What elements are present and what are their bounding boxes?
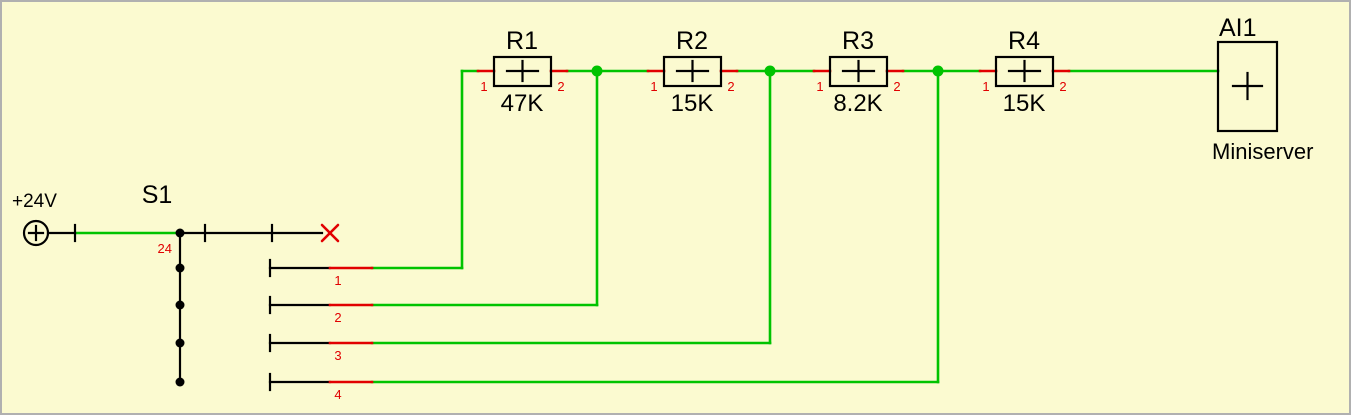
- resistor-ref-label: R1: [506, 27, 538, 55]
- resistor-pin2-number: 2: [1059, 79, 1066, 94]
- bus-node-dot: [175, 338, 185, 348]
- open-contact-x-icon: [320, 223, 340, 243]
- resistor-R3[interactable]: R3 1 2 8.2K: [812, 27, 905, 117]
- resistor-pin1-number: 1: [816, 79, 823, 94]
- bus-node-dot: [175, 228, 185, 238]
- resistor-R1[interactable]: R1 1 2 47K: [476, 27, 569, 117]
- resistor-value: 15K: [1003, 90, 1046, 117]
- switch-common-pin-number: 24: [158, 241, 172, 256]
- switch-S1[interactable]: S1 24 1 2 3 4: [142, 181, 374, 402]
- switch-pos1-pin-number: 1: [334, 273, 341, 288]
- power-source-label: +24V: [12, 191, 57, 212]
- resistor-pin1-number: 1: [480, 79, 487, 94]
- analog-input-ref-label: AI1: [1219, 14, 1257, 42]
- analog-input-AI1[interactable]: AI1 Miniserver: [1212, 14, 1313, 164]
- switch-pos3-pin-number: 3: [334, 348, 341, 363]
- resistor-pin1-number: 1: [982, 79, 989, 94]
- switch-pos2-pin-number: 2: [334, 310, 341, 325]
- resistor-pin2-number: 2: [557, 79, 564, 94]
- resistor-value: 8.2K: [833, 90, 882, 117]
- resistor-pin2-number: 2: [893, 79, 900, 94]
- junction-dot-1: [591, 65, 603, 77]
- resistor-ref-label: R2: [676, 27, 708, 55]
- resistor-R2[interactable]: R2 1 2 15K: [646, 27, 739, 117]
- resistor-pin2-number: 2: [727, 79, 734, 94]
- bus-node-dot: [175, 377, 185, 387]
- resistor-ref-label: R3: [842, 27, 874, 55]
- power-source-24v[interactable]: +24V: [12, 191, 77, 247]
- bus-node-dot: [175, 300, 185, 310]
- resistor-pin1-number: 1: [650, 79, 657, 94]
- resistor-value: 47K: [501, 90, 544, 117]
- resistor-body: [662, 55, 723, 88]
- resistor-value: 15K: [671, 90, 714, 117]
- analog-input-body: [1216, 40, 1279, 133]
- switch-ref-label: S1: [142, 181, 173, 209]
- wire-net: [75, 65, 1220, 384]
- switch-pos4-pin-number: 4: [334, 387, 341, 402]
- bus-node-dot: [175, 263, 185, 273]
- resistor-R4[interactable]: R4 1 2 15K: [978, 27, 1071, 117]
- resistor-ref-label: R4: [1008, 27, 1040, 55]
- resistor-body: [994, 55, 1055, 88]
- junction-dot-3: [932, 65, 944, 77]
- resistor-body: [828, 55, 889, 88]
- junction-dot-2: [764, 65, 776, 77]
- resistor-body: [492, 55, 553, 88]
- analog-input-caption: Miniserver: [1212, 139, 1313, 164]
